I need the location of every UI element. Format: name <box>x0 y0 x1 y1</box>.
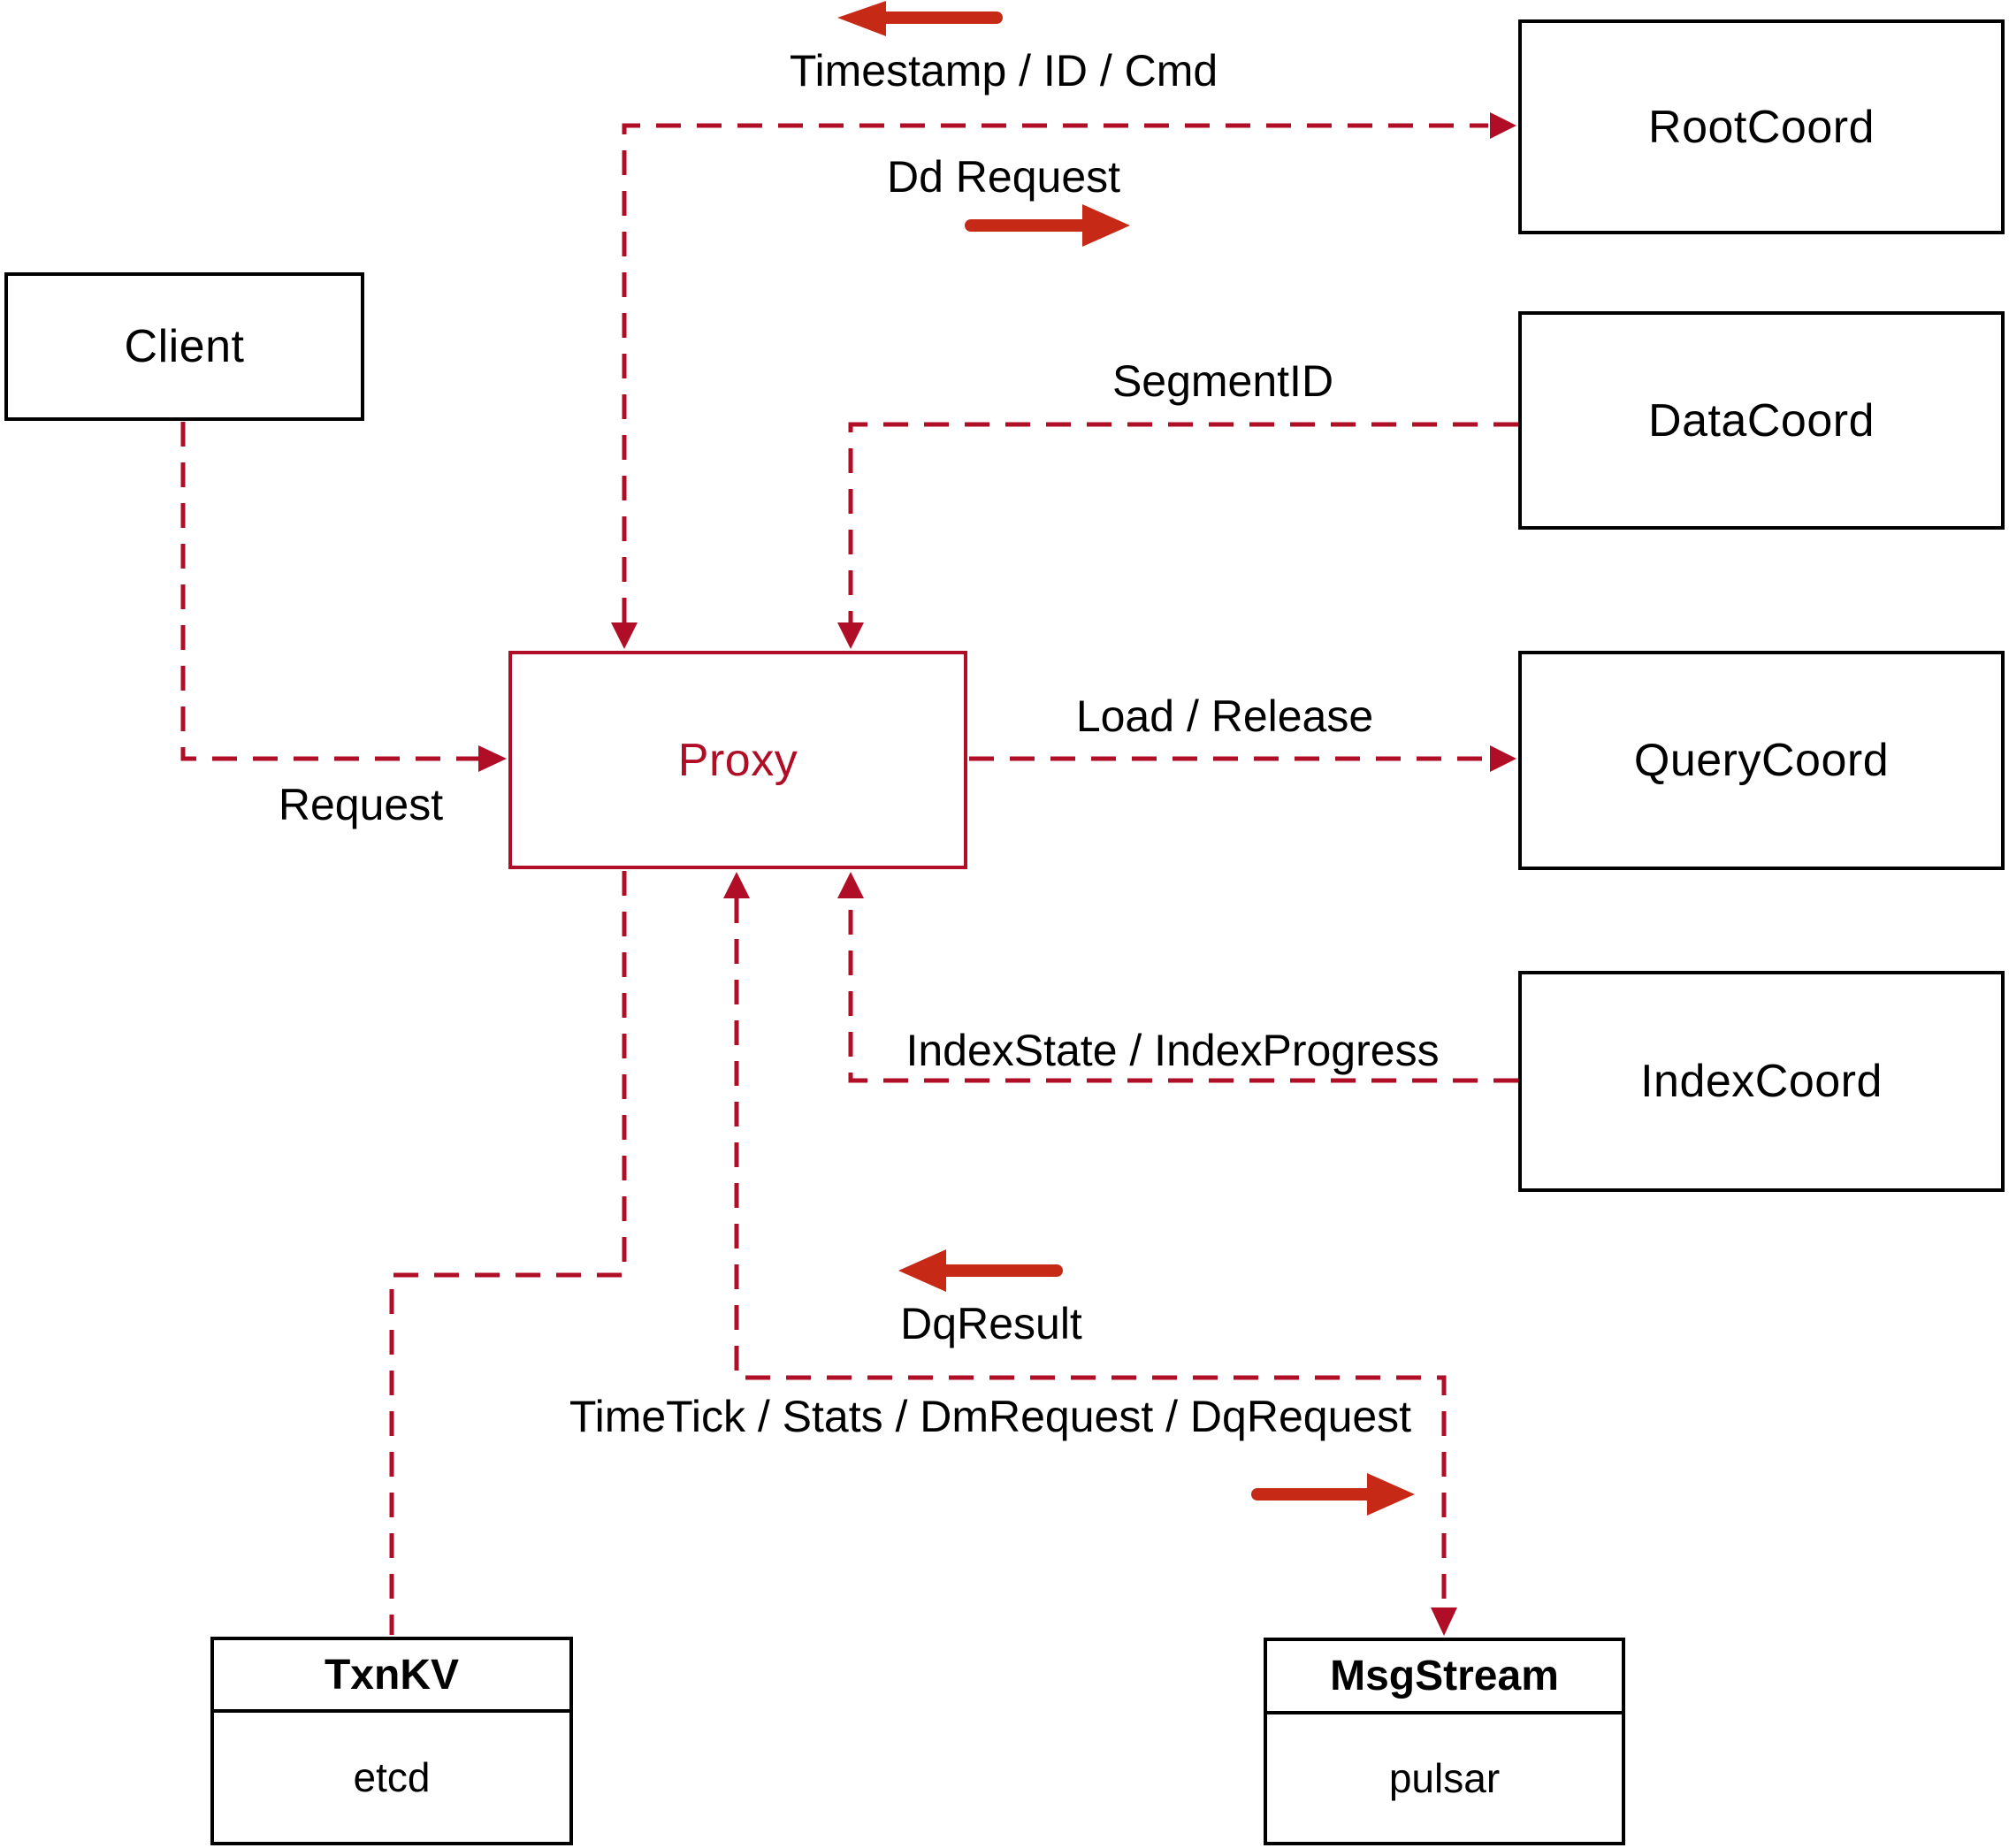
edge-label-segment-id: SegmentID <box>1111 356 1334 406</box>
edge-label-dq-result: DqResult <box>900 1299 1082 1348</box>
node-proxy-label: Proxy <box>677 734 798 786</box>
edge-label-load-release: Load / Release <box>1075 691 1374 741</box>
arrowhead-into-proxy-bottom-index <box>837 872 864 898</box>
direction-arrow-timetick-head <box>1367 1473 1415 1516</box>
node-rootcoord-label: RootCoord <box>1648 101 1875 153</box>
direction-arrow-dqresult-head <box>898 1249 946 1292</box>
node-msgstream-title: MsgStream <box>1267 1641 1622 1714</box>
edge-proxy-to-txnkv <box>389 871 627 1635</box>
node-datacoord-label: DataCoord <box>1648 394 1875 447</box>
node-client-label: Client <box>124 321 245 372</box>
edge-proxy-msgstream <box>734 898 1447 1607</box>
direction-arrow-timestamp-head <box>837 1 886 36</box>
arrowhead-into-proxy-bottom-msg <box>723 872 750 898</box>
arrowhead-into-proxy-left <box>478 745 507 772</box>
node-proxy: Proxy <box>508 651 967 869</box>
edge-label-request: Request <box>278 780 444 829</box>
arrowhead-into-proxy-top-data <box>837 622 864 649</box>
arrowhead-into-rootcoord <box>1490 112 1516 139</box>
node-rootcoord: RootCoord <box>1518 19 2005 234</box>
arrowhead-into-querycoord <box>1490 745 1516 772</box>
node-client: Client <box>4 272 364 421</box>
edge-datacoord-to-proxy <box>848 422 1518 622</box>
node-msgstream-impl: pulsar <box>1388 1755 1501 1801</box>
node-querycoord-label: QueryCoord <box>1633 735 1890 786</box>
edge-label-time-tick: TimeTick / Stats / DmRequest / DqRequest <box>569 1392 1412 1441</box>
node-txnkv: TxnKV etcd <box>210 1637 573 1845</box>
arrowhead-into-msgstream <box>1431 1607 1457 1636</box>
node-indexcoord: IndexCoord <box>1518 971 2005 1192</box>
node-datacoord: DataCoord <box>1518 311 2005 530</box>
edge-client-to-proxy <box>180 422 478 761</box>
edge-label-index-state-progress: IndexState / IndexProgress <box>905 1026 1440 1075</box>
node-txnkv-title: TxnKV <box>214 1640 569 1713</box>
node-querycoord: QueryCoord <box>1518 651 2005 870</box>
edge-label-dd-request: Dd Request <box>886 152 1121 202</box>
node-txnkv-impl: etcd <box>353 1754 431 1800</box>
direction-arrow-ddrequest-head <box>1082 204 1130 247</box>
arrowhead-into-proxy-top-root <box>611 622 638 649</box>
edge-proxy-rootcoord <box>622 123 1488 622</box>
edge-label-timestamp-id-cmd: Timestamp / ID / Cmd <box>789 46 1218 95</box>
edge-indexcoord-to-proxy <box>848 898 1518 1083</box>
node-msgstream: MsgStream pulsar <box>1264 1638 1625 1845</box>
node-indexcoord-label: IndexCoord <box>1640 1056 1883 1107</box>
